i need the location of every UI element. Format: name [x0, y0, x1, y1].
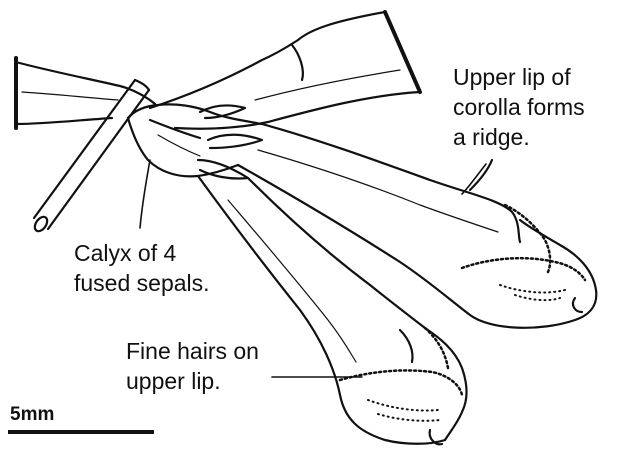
left-flower-tube	[16, 58, 155, 128]
upper-lip-leader-line	[462, 164, 486, 194]
calyx-leader-line	[140, 160, 150, 228]
lower-flower	[198, 176, 467, 444]
scale-bar-label: 5mm	[10, 404, 54, 426]
upper-right-flower	[238, 124, 596, 328]
fine-hairs-label: Fine hairs on upper lip.	[126, 336, 259, 396]
stem	[32, 80, 149, 233]
calyx-label: Calyx of 4 fused sepals.	[74, 238, 210, 298]
rear-flower-tube	[150, 12, 420, 129]
upper-lip-ridge-label: Upper lip of corolla forms a ridge.	[453, 62, 585, 152]
